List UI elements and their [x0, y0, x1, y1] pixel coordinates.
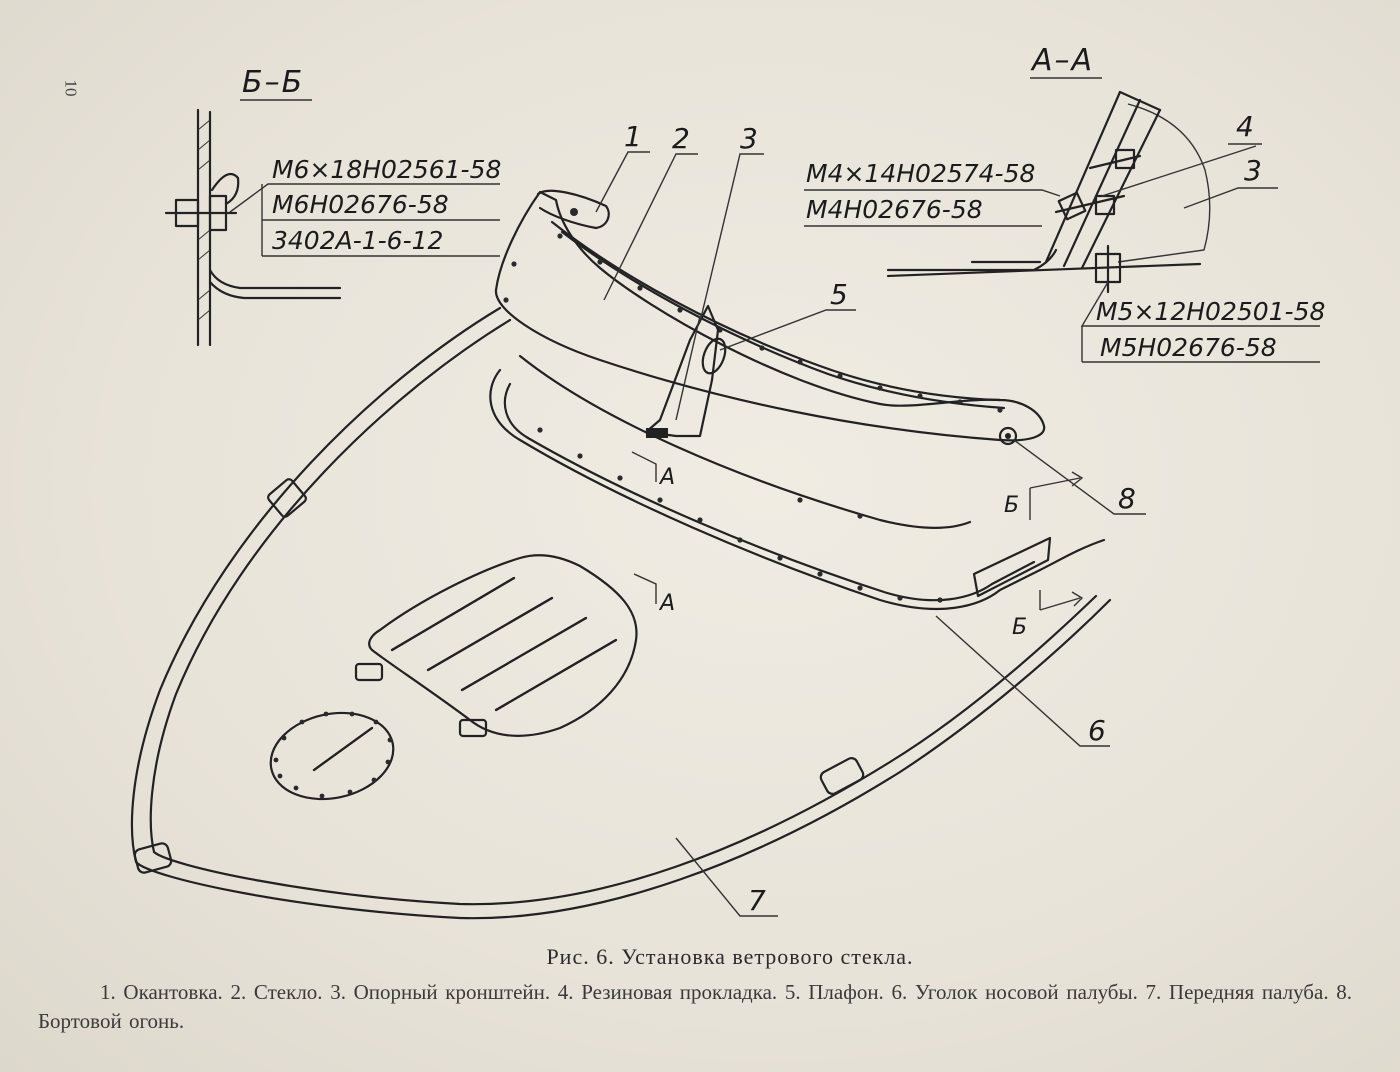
- deck-angle-inner: [503, 382, 1036, 602]
- deck-clip-bottom: [133, 842, 173, 874]
- spec-aa-bolt-lower: М5×12Н02501-58: [1096, 297, 1325, 326]
- caption-title: Рис. 6. Установка ветрового стекла.: [546, 944, 914, 969]
- main-assembly: А А Б Б 1 2: [130, 120, 1146, 920]
- callout-5: 5: [719, 278, 856, 351]
- svg-text:А: А: [658, 591, 675, 616]
- deck-angle-rivets: [537, 427, 943, 603]
- deck-angle-outer: [489, 368, 1106, 611]
- aa-leader-upper: [804, 189, 1061, 197]
- section-bb-detail: Б–Б М6×18Н02: [164, 65, 501, 347]
- aa-deck-plate: [886, 248, 1202, 278]
- windshield-glass: [494, 190, 1046, 442]
- section-aa-detail: А–А М4×14Н02: [804, 43, 1325, 363]
- round-inspection-cover: [269, 711, 395, 801]
- svg-text:Б: Б: [1004, 493, 1019, 518]
- aa-bracket-outline: [1117, 103, 1211, 263]
- spec-aa-bolt-upper: М4×14Н02574-58: [806, 159, 1035, 188]
- front-deck-inner-edge: [149, 318, 1098, 906]
- windshield-frame-corner: [536, 189, 610, 230]
- windshield-top-edge: [550, 220, 1002, 402]
- svg-text:3: 3: [740, 122, 758, 155]
- side-light: [998, 426, 1018, 446]
- hatch-slots: [390, 576, 618, 712]
- spec-aa-nut-lower: М5Н02676-58: [1100, 333, 1277, 362]
- bb-clip: [210, 172, 240, 206]
- svg-text:5: 5: [830, 278, 848, 311]
- caption-legend: 1. Окантовка. 2. Стекло. 3. Опорный крон…: [38, 980, 1352, 1033]
- svg-text:1: 1: [624, 120, 642, 153]
- front-deck-outer-edge: [130, 306, 1112, 920]
- aa-nut-lower: [1094, 194, 1116, 216]
- deck-hatch-cover: [368, 554, 638, 737]
- windshield-top-edge-inner: [560, 230, 1006, 410]
- svg-text:7: 7: [748, 884, 766, 917]
- spec-bb-part: 3402А-1-6-12: [272, 226, 443, 255]
- spec-bb-bolt: М6×18Н02561-58: [272, 155, 501, 184]
- hatch-hinge-right: [458, 718, 488, 738]
- section-bb-title: Б–Б: [242, 65, 304, 100]
- spec-aa-nut-upper: М4Н02676-58: [806, 195, 983, 224]
- bb-deck-angle: [208, 268, 342, 300]
- callout-4: 4: [1236, 110, 1254, 143]
- svg-text:А: А: [658, 465, 675, 490]
- cut-marker-a-lower: А: [633, 573, 675, 616]
- support-bracket: [644, 304, 720, 438]
- callout-2: 2: [603, 122, 698, 301]
- callout-8: 8: [1013, 439, 1146, 515]
- windshield-rivets: [503, 208, 1003, 413]
- callout-7: 7: [675, 837, 778, 917]
- bb-leader: [229, 183, 500, 213]
- callout-1: 1: [595, 120, 650, 213]
- cut-marker-b-lower: Б: [1012, 590, 1084, 640]
- callout-3-aa: 3: [1244, 154, 1262, 187]
- svg-text:2: 2: [672, 122, 690, 155]
- aa-inclined-glass: [1044, 90, 1162, 270]
- deck-angle-end: [972, 536, 1052, 598]
- bb-plate-hatching: [197, 119, 211, 321]
- figure-caption: Рис. 6. Установка ветрового стекла. 1. О…: [0, 944, 1400, 1036]
- aa-leader-4: [1101, 145, 1257, 197]
- svg-text:8: 8: [1118, 482, 1136, 515]
- svg-text:Б: Б: [1012, 615, 1027, 640]
- aa-nut-upper: [1114, 148, 1136, 170]
- spec-bb-nut: М6Н02676-58: [272, 190, 449, 219]
- bracket-foot: [646, 428, 668, 438]
- callout-6: 6: [935, 615, 1110, 747]
- deck-clip-left: [267, 478, 307, 518]
- cut-marker-a-upper: А: [631, 451, 675, 490]
- hatch-hinge-left: [354, 662, 384, 682]
- deck-angle-flange: [518, 354, 972, 529]
- callout-3: 3: [699, 122, 764, 323]
- inspection-cover-bolts: [273, 711, 393, 799]
- aa-leader-3: [1183, 187, 1278, 209]
- lamp-plafond: [701, 337, 727, 375]
- cut-marker-b-upper: Б: [1004, 471, 1084, 520]
- section-aa-title: А–А: [1030, 43, 1094, 78]
- svg-text:6: 6: [1088, 714, 1106, 747]
- deck-clip-right: [819, 757, 865, 795]
